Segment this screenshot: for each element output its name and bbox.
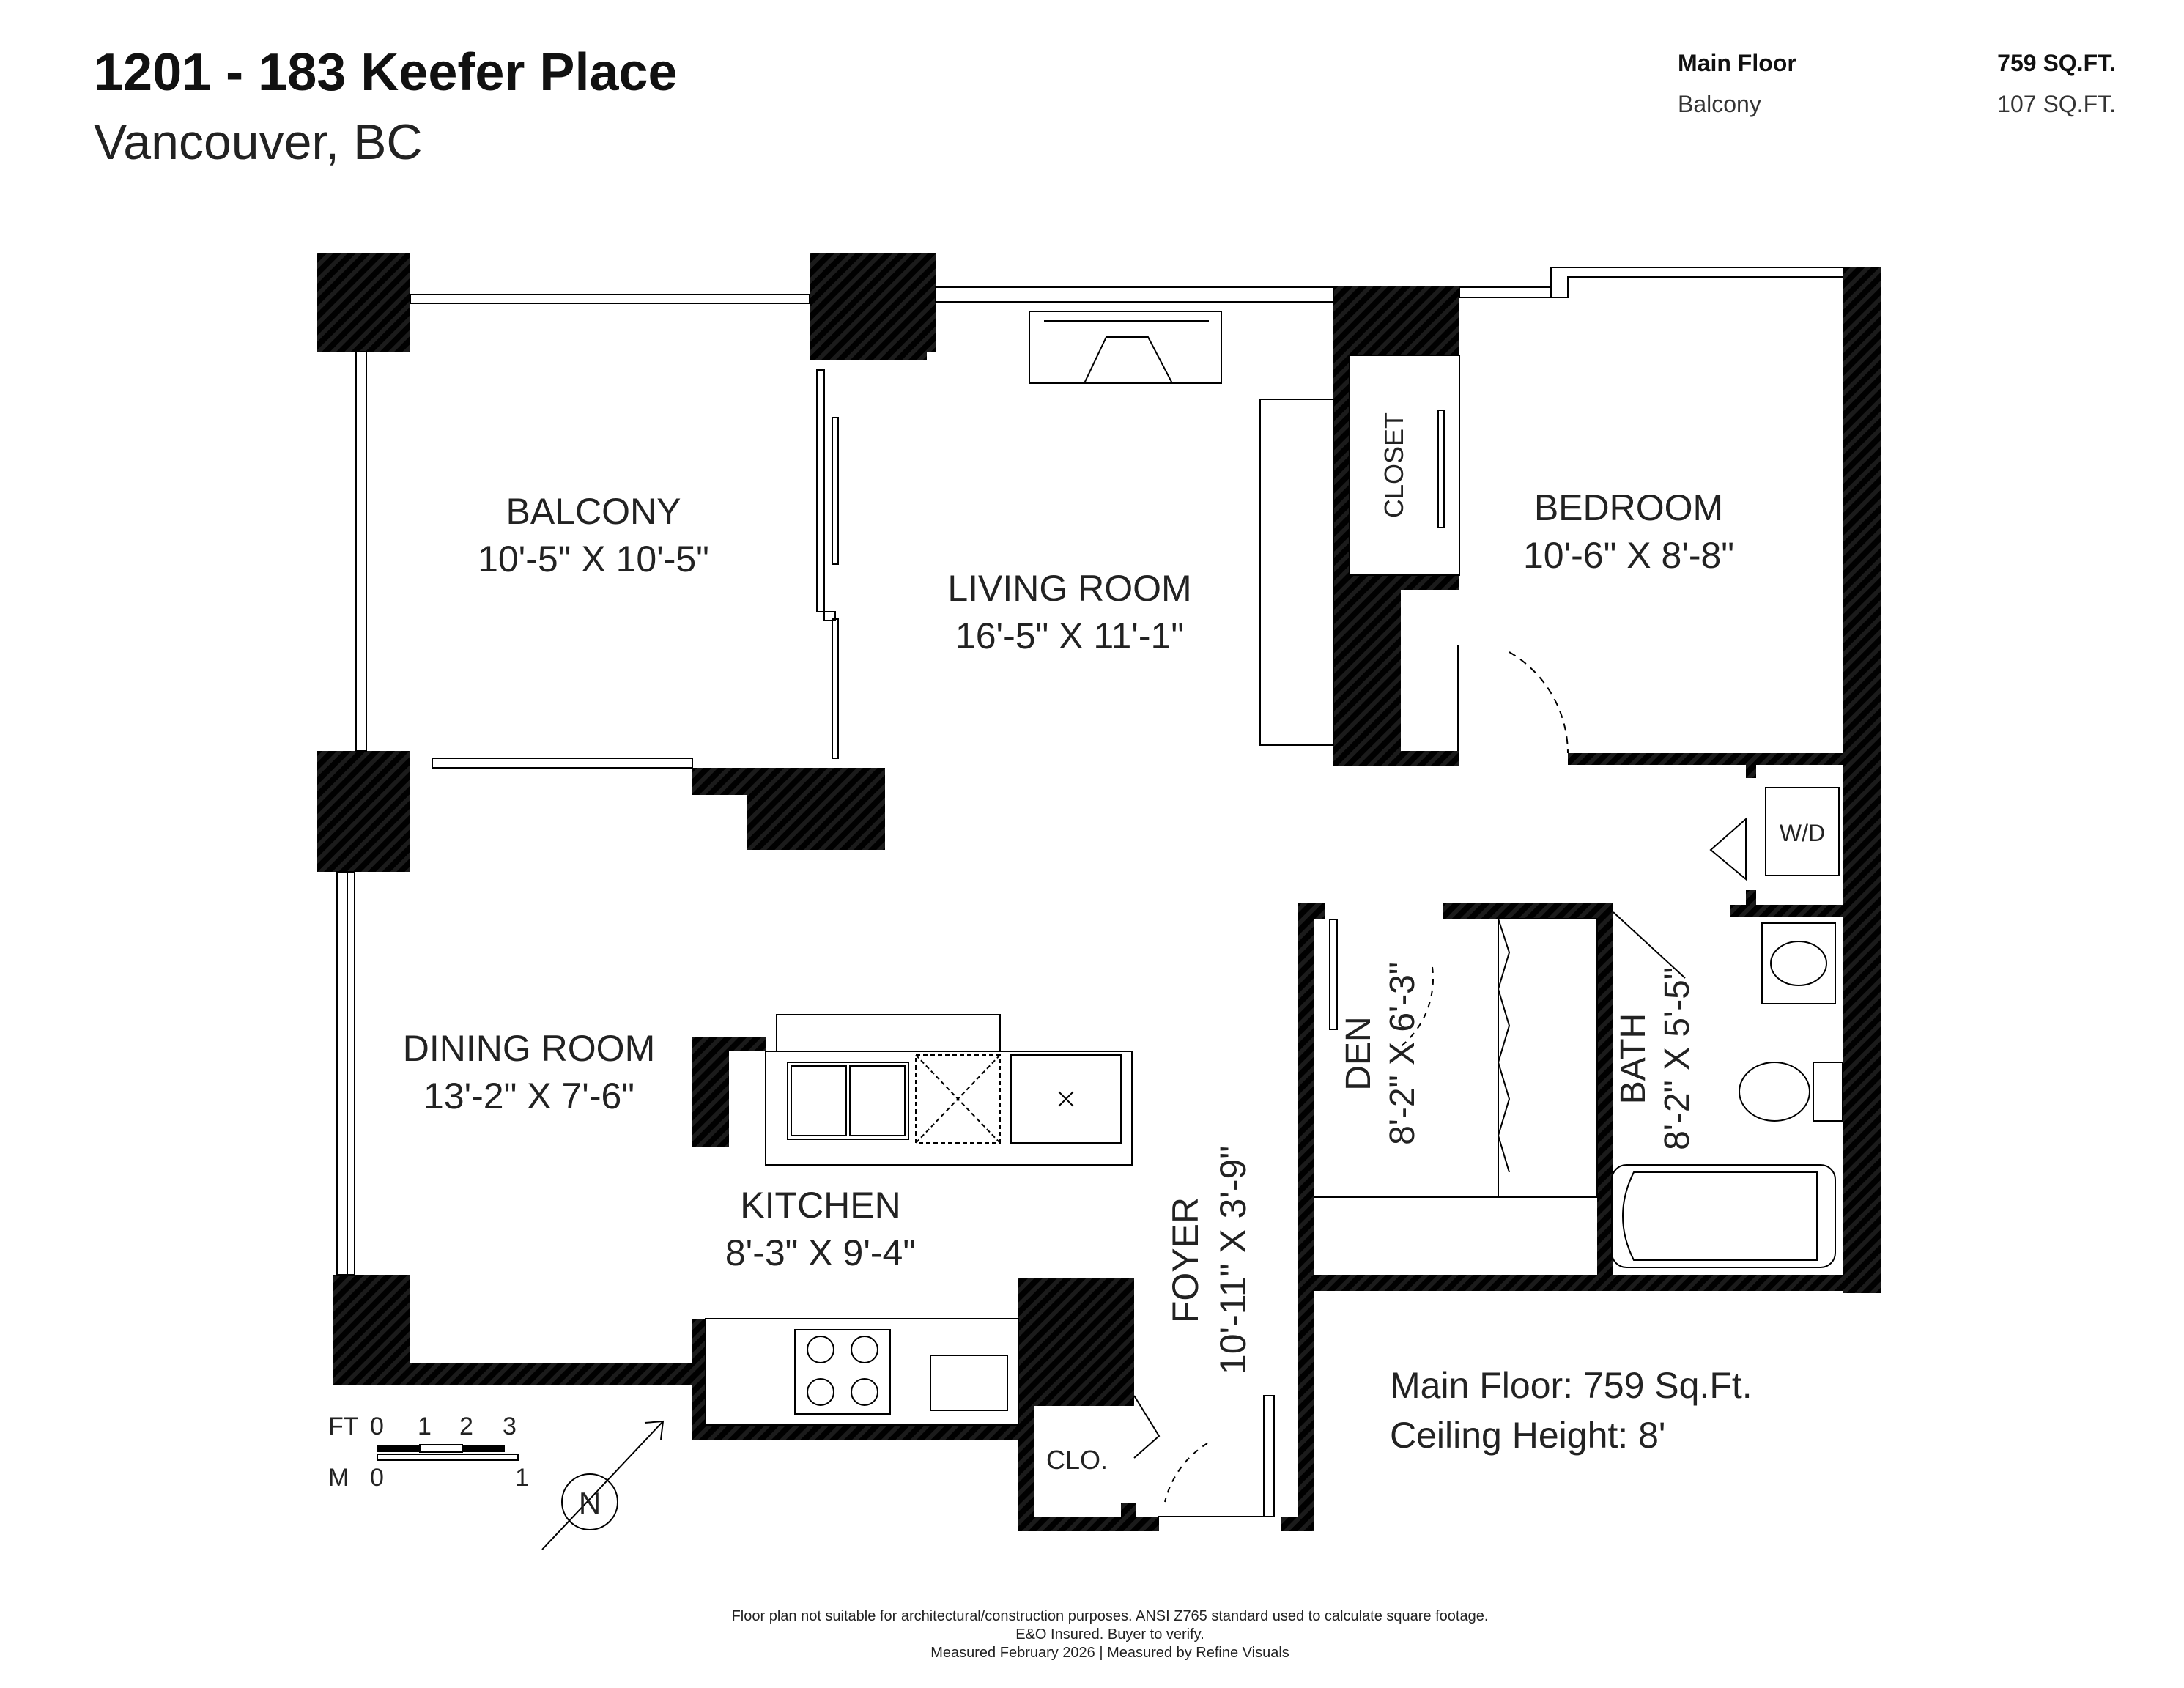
area-value-main-floor: 759 SQ.FT. [1997, 50, 2116, 76]
clo-label: CLO. [1046, 1445, 1108, 1475]
north-label: N [579, 1486, 601, 1520]
den-dims: 8'-2" X 6'-3" [1383, 962, 1422, 1145]
property-address: 1201 - 183 Keefer Place [94, 43, 678, 102]
summary-main-floor: Main Floor: 759 Sq.Ft. [1390, 1365, 1752, 1406]
scale-ft-label: FT [328, 1413, 359, 1440]
property-city: Vancouver, BC [94, 114, 423, 170]
balcony-name: BALCONY [506, 491, 681, 532]
bath-dims: 8'-2" X 5'-5" [1658, 967, 1697, 1150]
scale-ft-tick-0: 0 [370, 1413, 384, 1440]
footer-measured: Measured February 2026 | Measured by Ref… [930, 1645, 1289, 1661]
fixtures [705, 311, 1843, 1517]
dining-room-name: DINING ROOM [403, 1028, 655, 1069]
summary-ceiling-height: Ceiling Height: 8' [1390, 1415, 1666, 1456]
footer-insurance: E&O Insured. Buyer to verify. [1015, 1626, 1204, 1643]
balcony-dims: 10'-5" X 10'-5" [478, 538, 709, 580]
living-room-dims: 16'-5" X 11'-1" [955, 615, 1184, 656]
north-arrow-icon: N [541, 1420, 665, 1550]
closet-label: CLOSET [1379, 412, 1409, 518]
scale-ft-tick-3: 3 [503, 1413, 517, 1440]
scale-m-label: M [328, 1464, 349, 1492]
living-room-name: LIVING ROOM [947, 568, 1191, 609]
footer-disclaimer: Floor plan not suitable for architectura… [731, 1608, 1489, 1624]
wd-label: W/D [1780, 820, 1825, 846]
scale-ft-tick-2: 2 [459, 1413, 473, 1440]
scale-m-tick-0: 0 [370, 1464, 384, 1492]
foyer-name: FOYER [1165, 1197, 1206, 1323]
scale-m-tick-1: 1 [515, 1464, 529, 1492]
den-name: DEN [1339, 1016, 1378, 1090]
bedroom-name: BEDROOM [1534, 487, 1723, 528]
area-label-main-floor: Main Floor [1678, 50, 1796, 76]
dining-room-dims: 13'-2" X 7'-6" [423, 1076, 634, 1117]
bath-name: BATH [1614, 1013, 1653, 1104]
room-labels: BALCONY 10'-5" X 10'-5" LIVING ROOM 16'-… [403, 412, 1825, 1475]
foyer-dims: 10'-11" X 3'-9" [1213, 1146, 1254, 1374]
windows [336, 267, 1843, 1276]
area-value-balcony: 107 SQ.FT. [1997, 91, 2116, 117]
area-label-balcony: Balcony [1678, 91, 1761, 117]
walls [317, 253, 1881, 1531]
bedroom-dims: 10'-6" X 8'-8" [1523, 535, 1734, 576]
kitchen-dims: 8'-3" X 9'-4" [725, 1232, 916, 1273]
scale-bar: FT 0 1 2 3 M 0 1 [328, 1413, 529, 1492]
kitchen-name: KITCHEN [740, 1185, 900, 1226]
scale-ft-tick-1: 1 [418, 1413, 432, 1440]
